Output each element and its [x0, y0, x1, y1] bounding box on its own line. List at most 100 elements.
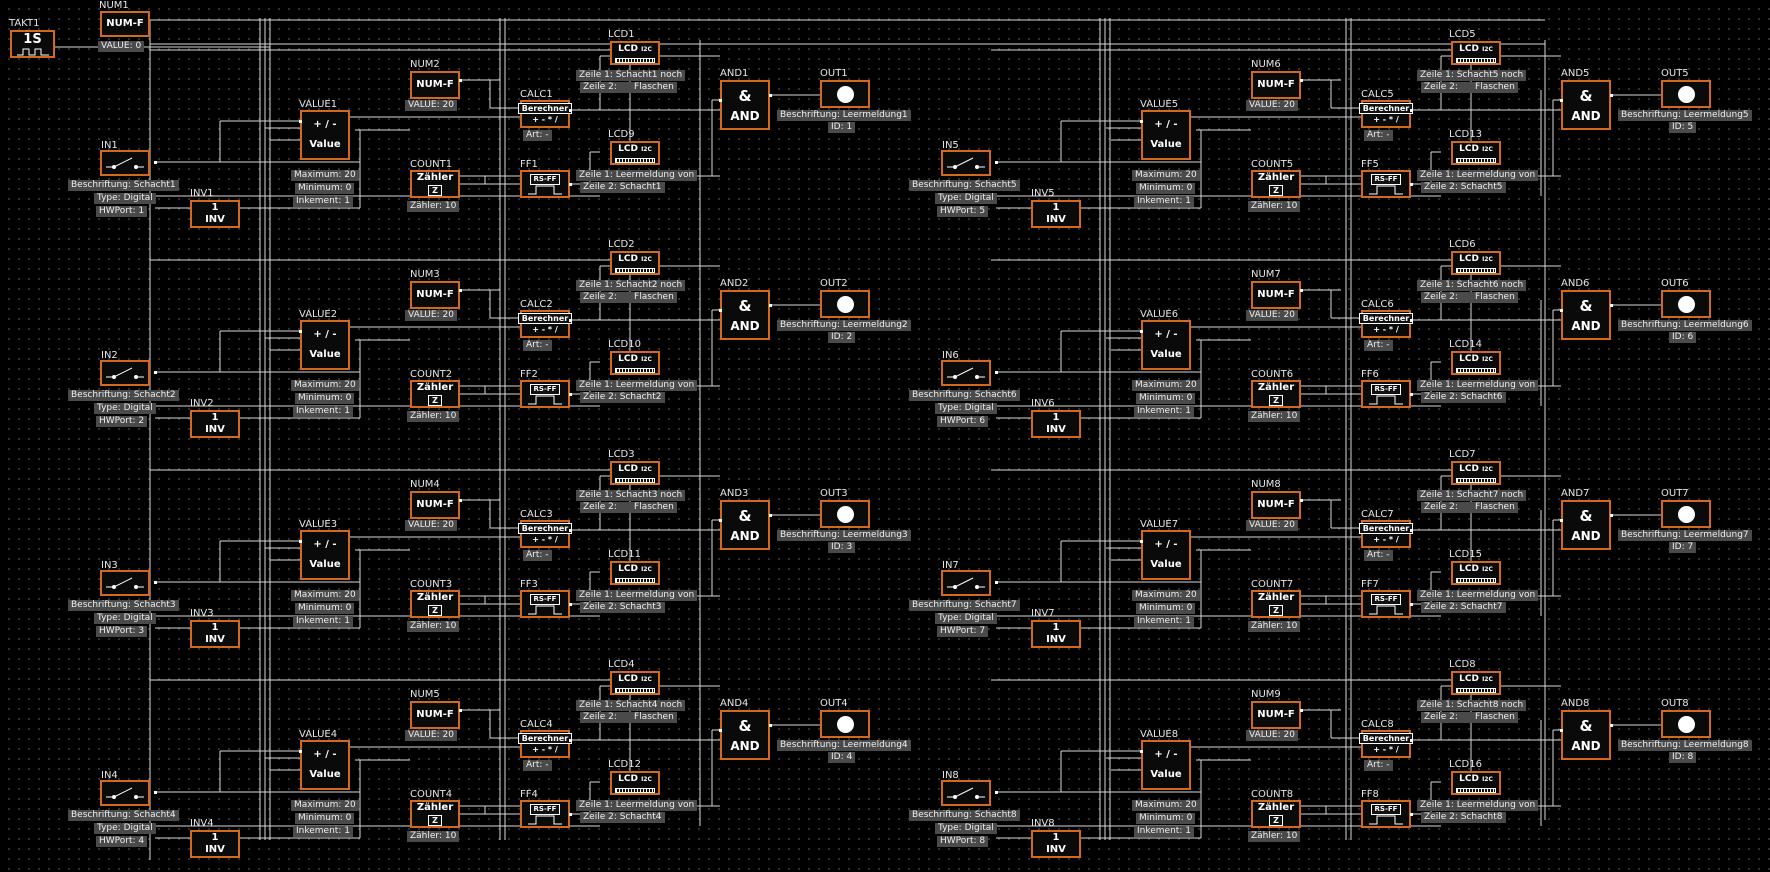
g4-out-lamp[interactable]	[820, 710, 870, 738]
g3-lcd-b-block[interactable]: LCD I2C	[610, 561, 660, 585]
g6-calc-block[interactable]: Berechner+ - * /	[1358, 310, 1414, 338]
g4-lcd-b-block[interactable]: LCD I2C	[610, 771, 660, 795]
g1-in-switch[interactable]	[100, 150, 150, 176]
g5-value-block[interactable]: + / -Value	[1141, 110, 1191, 160]
g7-lcd-a-block[interactable]: LCD I2C	[1451, 461, 1501, 485]
g5-lcd-a-block[interactable]: LCD I2C	[1451, 41, 1501, 65]
g8-ff-block[interactable]: RS-FF	[1361, 800, 1411, 828]
g3-num-name: NUM4	[410, 479, 440, 490]
g8-lcd-a-block[interactable]: LCD I2C	[1451, 671, 1501, 695]
g3-out-lamp[interactable]	[820, 500, 870, 528]
g7-lcd-b-name: LCD15	[1449, 549, 1482, 560]
g7-num-block[interactable]: NUM-F	[1251, 491, 1301, 519]
g7-lcd-b-block[interactable]: LCD I2C	[1451, 561, 1501, 585]
g3-calc-block[interactable]: Berechner+ - * /	[517, 520, 573, 548]
g2-lcd-a-block[interactable]: LCD I2C	[610, 251, 660, 275]
g2-num-block[interactable]: NUM-F	[410, 281, 460, 309]
g5-out-lamp[interactable]	[1661, 80, 1711, 108]
g7-ff-block[interactable]: RS-FF	[1361, 590, 1411, 618]
g6-and-block[interactable]: &AND	[1561, 290, 1611, 340]
g6-out-lamp[interactable]	[1661, 290, 1711, 318]
g2-in-switch[interactable]	[100, 360, 150, 386]
g4-calc-block[interactable]: Berechner+ - * /	[517, 730, 573, 758]
g5-and-block[interactable]: &AND	[1561, 80, 1611, 130]
g4-lcd-a-block[interactable]: LCD I2C	[610, 671, 660, 695]
g6-ff-block[interactable]: RS-FF	[1361, 380, 1411, 408]
g8-calc-block[interactable]: Berechner+ - * /	[1358, 730, 1414, 758]
g2-value-block[interactable]: + / -Value	[300, 320, 350, 370]
g3-value-block[interactable]: + / -Value	[300, 530, 350, 580]
g7-in-switch[interactable]	[941, 570, 991, 596]
g3-in-switch[interactable]	[100, 570, 150, 596]
g2-and-block[interactable]: &AND	[720, 290, 770, 340]
g4-ff-block[interactable]: RS-FF	[520, 800, 570, 828]
g7-value-block[interactable]: + / -Value	[1141, 530, 1191, 580]
g4-value-block[interactable]: + / -Value	[300, 740, 350, 790]
num1-block[interactable]: NUM-F	[100, 11, 150, 37]
g5-num-block[interactable]: NUM-F	[1251, 71, 1301, 99]
g8-in-switch[interactable]	[941, 780, 991, 806]
g1-num-block[interactable]: NUM-F	[410, 71, 460, 99]
g1-out-lamp[interactable]	[820, 80, 870, 108]
g2-lcd-b-block[interactable]: LCD I2C	[610, 351, 660, 375]
g8-out-lamp[interactable]	[1661, 710, 1711, 738]
g5-ff-block[interactable]: RS-FF	[1361, 170, 1411, 198]
g3-num-block[interactable]: NUM-F	[410, 491, 460, 519]
g6-lcd-a-block[interactable]: LCD I2C	[1451, 251, 1501, 275]
lcd-label: LCD I2C	[618, 674, 652, 684]
g5-in-switch[interactable]	[941, 150, 991, 176]
g5-lcd-b-block[interactable]: LCD I2C	[1451, 141, 1501, 165]
g4-and-block[interactable]: &AND	[720, 710, 770, 760]
g6-value-block[interactable]: + / -Value	[1141, 320, 1191, 370]
g8-and-block[interactable]: &AND	[1561, 710, 1611, 760]
g1-lcd-b-block[interactable]: LCD I2C	[610, 141, 660, 165]
g3-lcd-a-block[interactable]: LCD I2C	[610, 461, 660, 485]
g4-in-switch[interactable]	[100, 780, 150, 806]
g2-ff-block[interactable]: RS-FF	[520, 380, 570, 408]
g7-and-block[interactable]: &AND	[1561, 500, 1611, 550]
g8-lcd-b-line2: Zeile 2: Schacht8	[1421, 812, 1506, 823]
g7-calc-block[interactable]: Berechner+ - * /	[1358, 520, 1414, 548]
g8-value-block[interactable]: + / -Value	[1141, 740, 1191, 790]
g8-lcd-b-block[interactable]: LCD I2C	[1451, 771, 1501, 795]
g1-value-block[interactable]: + / -Value	[300, 110, 350, 160]
g5-calc-block[interactable]: Berechner+ - * /	[1358, 100, 1414, 128]
g1-lcd-a-block[interactable]: LCD I2C	[610, 41, 660, 65]
g6-lcd-b-block[interactable]: LCD I2C	[1451, 351, 1501, 375]
g6-in-switch[interactable]	[941, 360, 991, 386]
g2-calc-block[interactable]: Berechner+ - * /	[517, 310, 573, 338]
g3-and-block[interactable]: &AND	[720, 500, 770, 550]
g8-num-block[interactable]: NUM-F	[1251, 701, 1301, 729]
ff-label: RS-FF	[1370, 594, 1402, 605]
g2-out-lamp[interactable]	[820, 290, 870, 318]
g1-ff-block[interactable]: RS-FF	[520, 170, 570, 198]
g7-calc-name: CALC7	[1361, 509, 1394, 520]
g7-out-lamp[interactable]	[1661, 500, 1711, 528]
g4-num-block[interactable]: NUM-F	[410, 701, 460, 729]
g3-in-type: Type: Digital	[94, 613, 156, 624]
g8-num-name: NUM9	[1251, 689, 1281, 700]
g1-and-block[interactable]: &AND	[720, 80, 770, 130]
g3-ff-block[interactable]: RS-FF	[520, 590, 570, 618]
g1-calc-block[interactable]: Berechner+ - * /	[517, 100, 573, 128]
g6-num-block[interactable]: NUM-F	[1251, 281, 1301, 309]
clock-block[interactable]: 1S	[10, 30, 55, 58]
g5-lcd-a-name: LCD5	[1449, 29, 1476, 40]
